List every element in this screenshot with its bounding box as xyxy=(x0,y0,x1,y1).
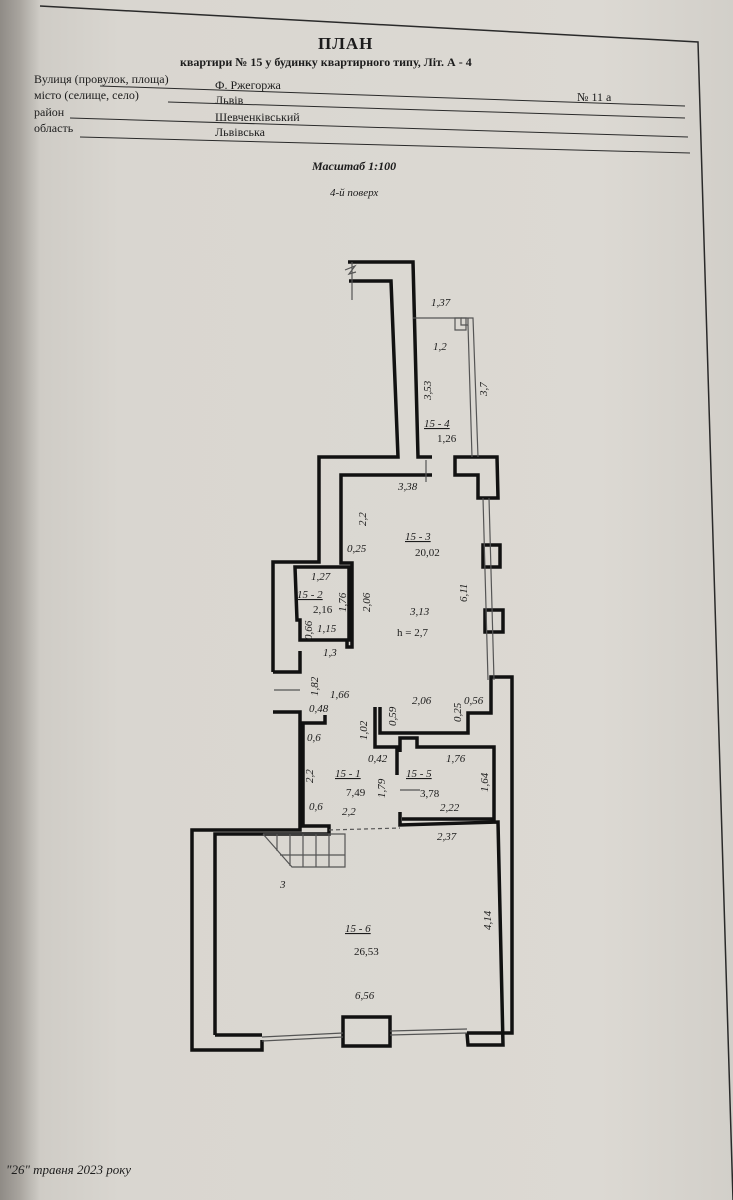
district-label: район xyxy=(34,105,65,119)
dimension: 1,2 xyxy=(433,341,447,353)
dimension: 0,59 xyxy=(387,706,399,726)
district-value: Шевченківський xyxy=(215,110,300,124)
city-label: місто (селище, село) xyxy=(34,88,139,102)
dimension: 2,06 xyxy=(361,592,373,612)
dimension: 1,76 xyxy=(337,592,349,612)
dimension: 3 xyxy=(279,879,286,891)
room-id: 15 - 2 xyxy=(297,589,323,601)
dimension: 0,48 xyxy=(309,703,329,715)
dimension: 1,27 xyxy=(311,571,331,583)
dimension: 3,13 xyxy=(409,606,430,618)
room-area: 7,49 xyxy=(346,787,366,799)
room-id: 15 - 3 xyxy=(405,531,431,543)
dimension: 1,82 xyxy=(309,676,321,696)
dimension: 3,38 xyxy=(397,481,418,493)
room-area: 3,78 xyxy=(420,788,440,800)
street-value: Ф. Ржегоржа xyxy=(215,78,281,92)
dimension: 1,64 xyxy=(479,772,491,792)
dimension: 1,76 xyxy=(446,753,466,765)
dimension: 1,37 xyxy=(431,297,451,309)
street-label: Вулиця (провулок, площа) xyxy=(34,72,169,86)
dimension: 0,42 xyxy=(368,753,388,765)
thin-lines xyxy=(261,262,495,1042)
room-id: 15 - 6 xyxy=(345,923,371,935)
dimension: 1,66 xyxy=(330,689,350,701)
dimension: 2,37 xyxy=(437,831,457,843)
region-label: область xyxy=(34,121,74,135)
document-subtitle: квартири № 15 у будинку квартирного типу… xyxy=(180,55,472,69)
dimension: 0,6 xyxy=(309,801,323,813)
dimension: 3,53 xyxy=(422,380,434,401)
dimension: 6,11 xyxy=(458,584,470,602)
dimension: 0,66 xyxy=(303,620,315,640)
ceiling-height: h = 2,7 xyxy=(397,627,428,639)
document-date: "26" травня 2023 року xyxy=(6,1162,132,1177)
dimension: 2,06 xyxy=(412,695,432,707)
dimension: 2,2 xyxy=(304,769,316,783)
dimension: 0,25 xyxy=(347,543,367,555)
house-number: № 11 а xyxy=(577,90,612,104)
room-area: 1,26 xyxy=(437,433,457,445)
room-labels: 15 - 1 7,49 15 - 2 2,16 15 - 3 20,02 15 … xyxy=(297,418,457,958)
dimension: 4,14 xyxy=(482,910,494,930)
walls xyxy=(190,260,514,1052)
dimension: 1,15 xyxy=(317,623,337,635)
dimension: 2,2 xyxy=(342,806,356,818)
dimension: 0,25 xyxy=(452,702,464,722)
dimension: 2,2 xyxy=(357,512,369,526)
room-id: 15 - 4 xyxy=(424,418,450,430)
dimension: 1,02 xyxy=(358,720,370,740)
dimension: 0,56 xyxy=(464,695,484,707)
dimension: 2,22 xyxy=(440,802,460,814)
room-area: 20,02 xyxy=(415,547,440,559)
room-area: 26,53 xyxy=(354,946,379,958)
floor-label: 4-й поверх xyxy=(330,187,379,199)
region-value: Львівська xyxy=(215,125,265,139)
room-area: 2,16 xyxy=(313,604,333,616)
dimension: 6,56 xyxy=(355,990,375,1002)
dimension: 1,79 xyxy=(376,778,388,798)
room-id: 15 - 5 xyxy=(406,768,432,780)
dimension-labels: 1,37 1,2 3,53 3,7 3,38 2,2 0,25 3,13 6,1… xyxy=(279,297,494,1002)
document-title: ПЛАН xyxy=(318,34,374,53)
dimension: 0,6 xyxy=(307,732,321,744)
scale-label: Масштаб 1:100 xyxy=(312,159,397,173)
form-lines xyxy=(39,5,733,1200)
dimension: 1,3 xyxy=(323,647,337,659)
room-id: 15 - 1 xyxy=(335,768,361,780)
dimension: 3,7 xyxy=(478,382,490,397)
